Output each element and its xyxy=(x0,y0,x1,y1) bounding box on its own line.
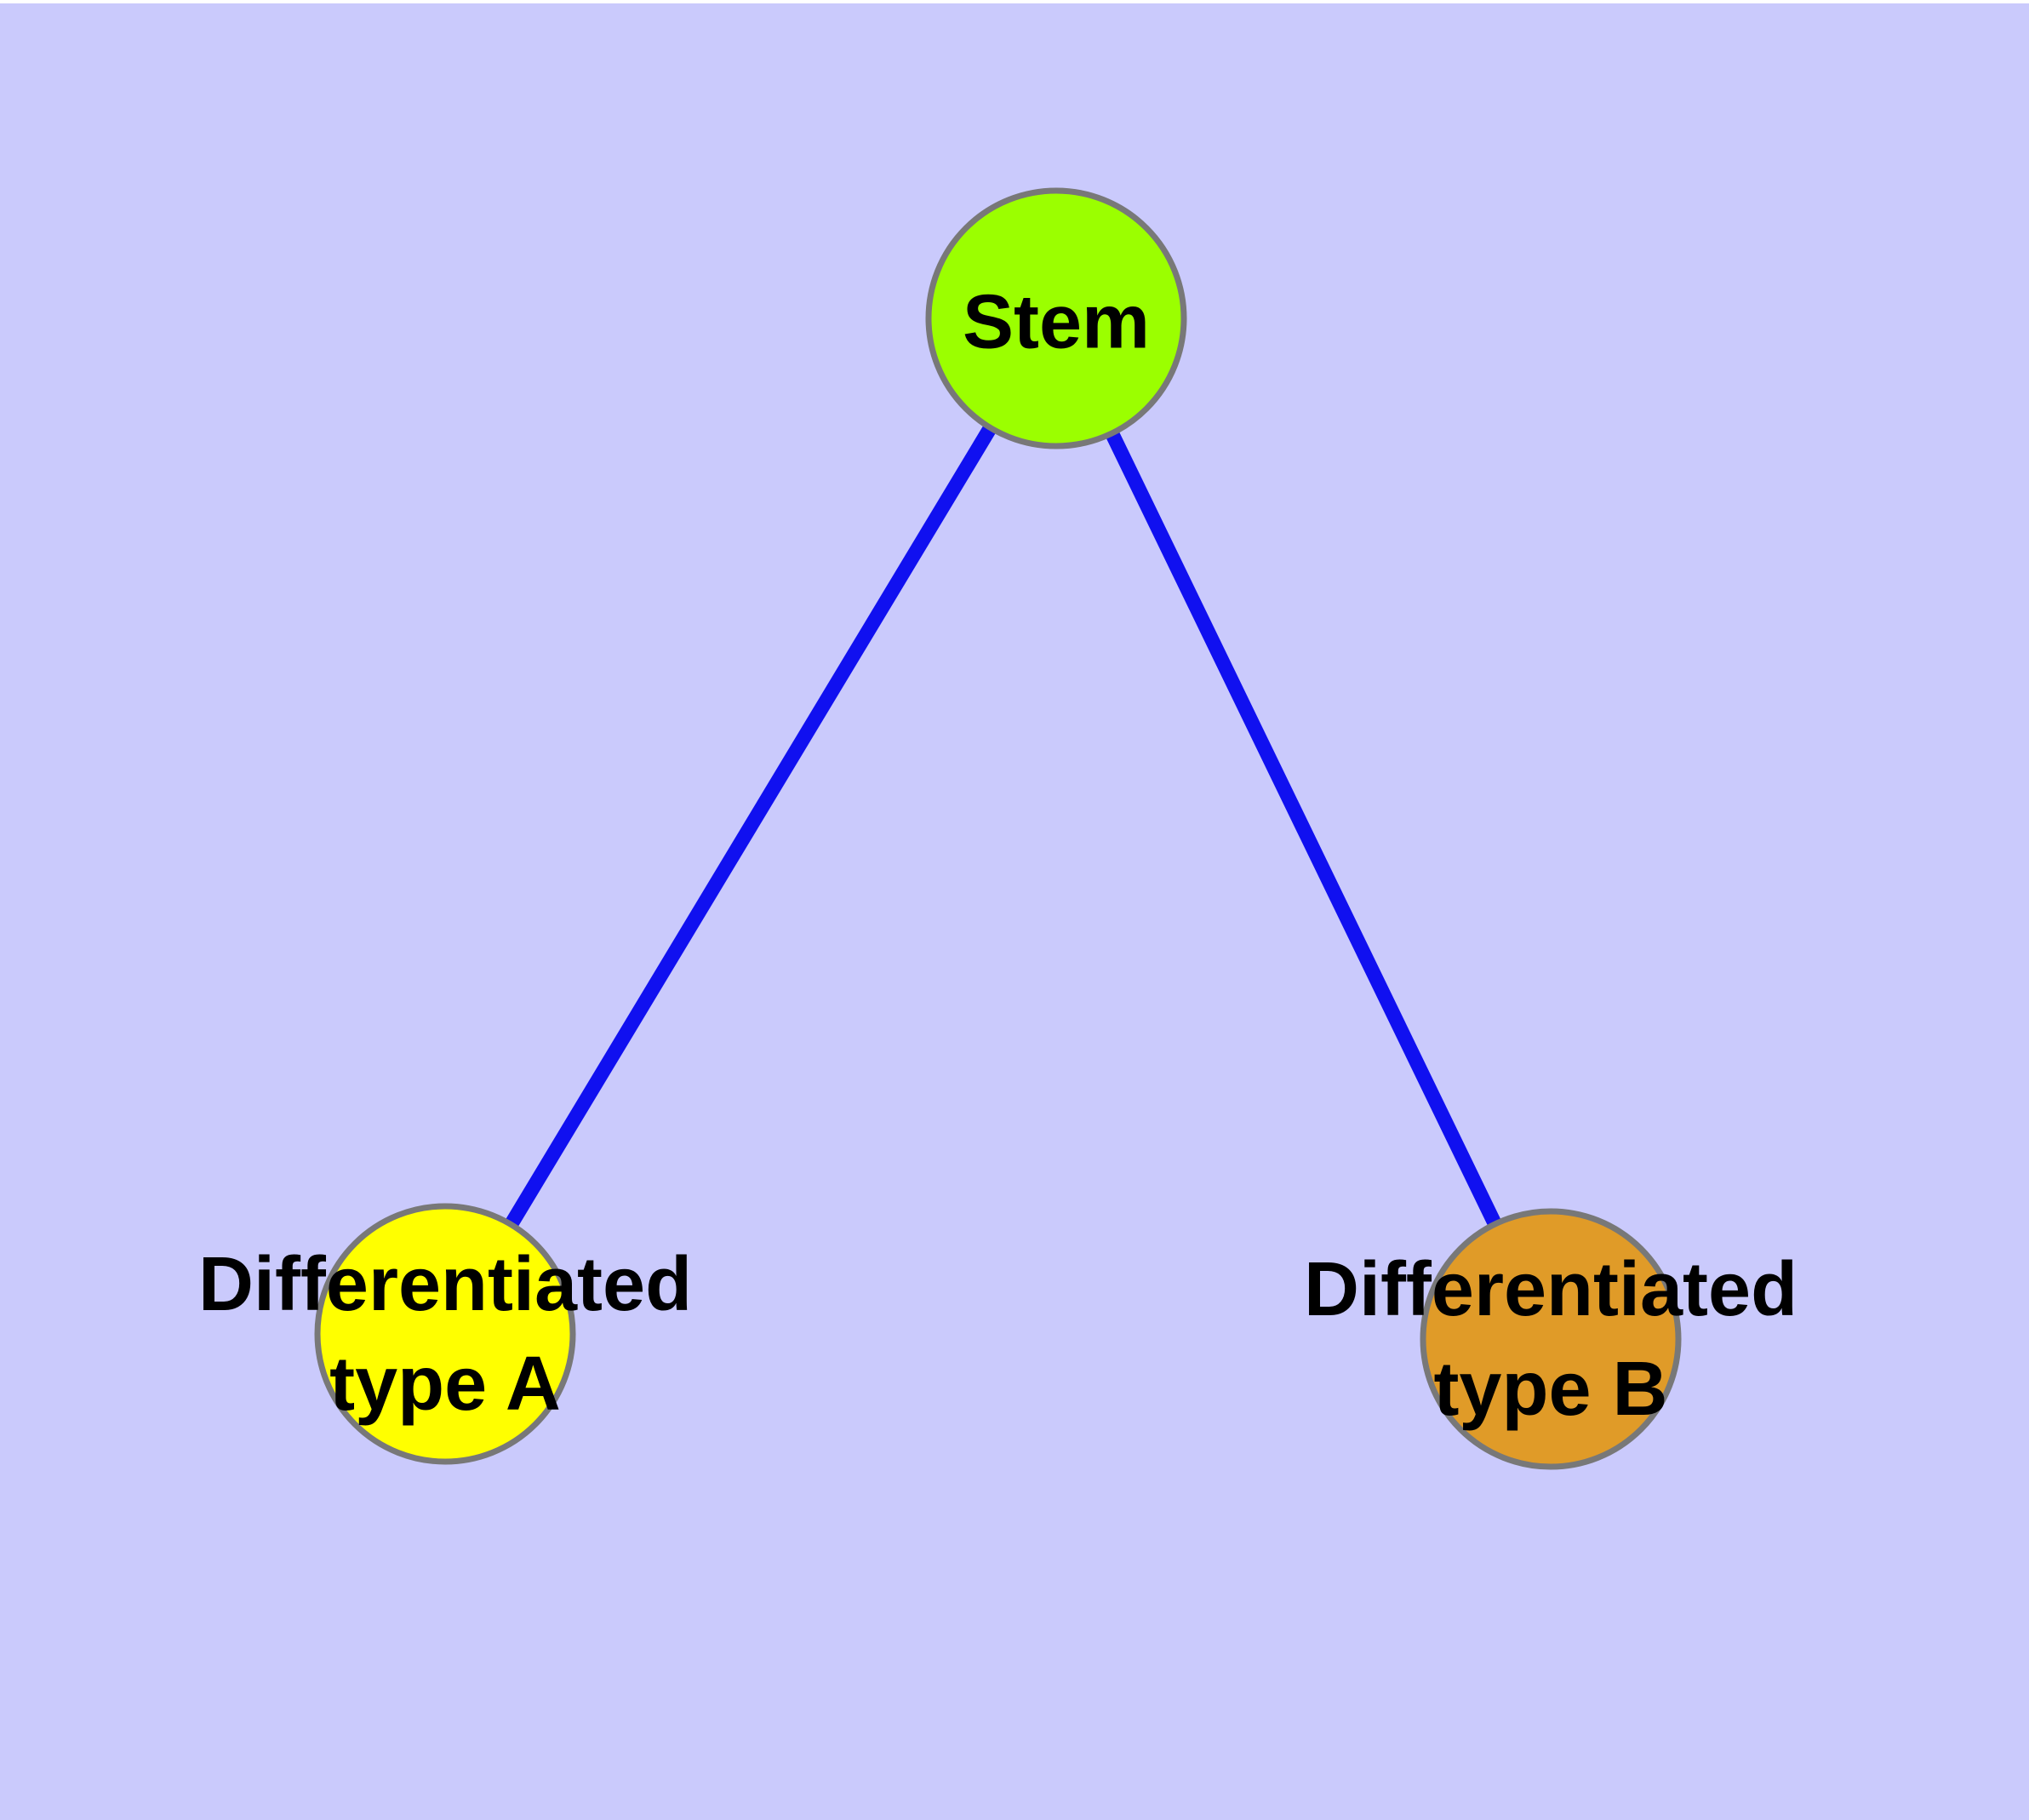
node-differentiated-type-a-label-line1: Differentiated xyxy=(197,1242,693,1327)
node-differentiated-type-b-label-line2: type B xyxy=(1433,1347,1668,1432)
edge-stem-to-type-a xyxy=(438,314,1063,1338)
top-margin-strip xyxy=(0,0,2029,3)
edge-stem-to-type-b xyxy=(1049,315,1557,1342)
node-differentiated-type-b-label: Differentiated type B xyxy=(1304,1240,1798,1439)
node-differentiated-type-b xyxy=(1420,1208,1682,1470)
node-stem xyxy=(925,187,1187,449)
node-differentiated-type-a-label-line2: type A xyxy=(329,1342,561,1427)
node-stem-label: Stem xyxy=(962,279,1151,365)
node-differentiated-type-a xyxy=(314,1203,576,1465)
node-differentiated-type-a-label: Differentiated type A xyxy=(198,1235,692,1434)
node-differentiated-type-b-label-line1: Differentiated xyxy=(1303,1247,1798,1332)
